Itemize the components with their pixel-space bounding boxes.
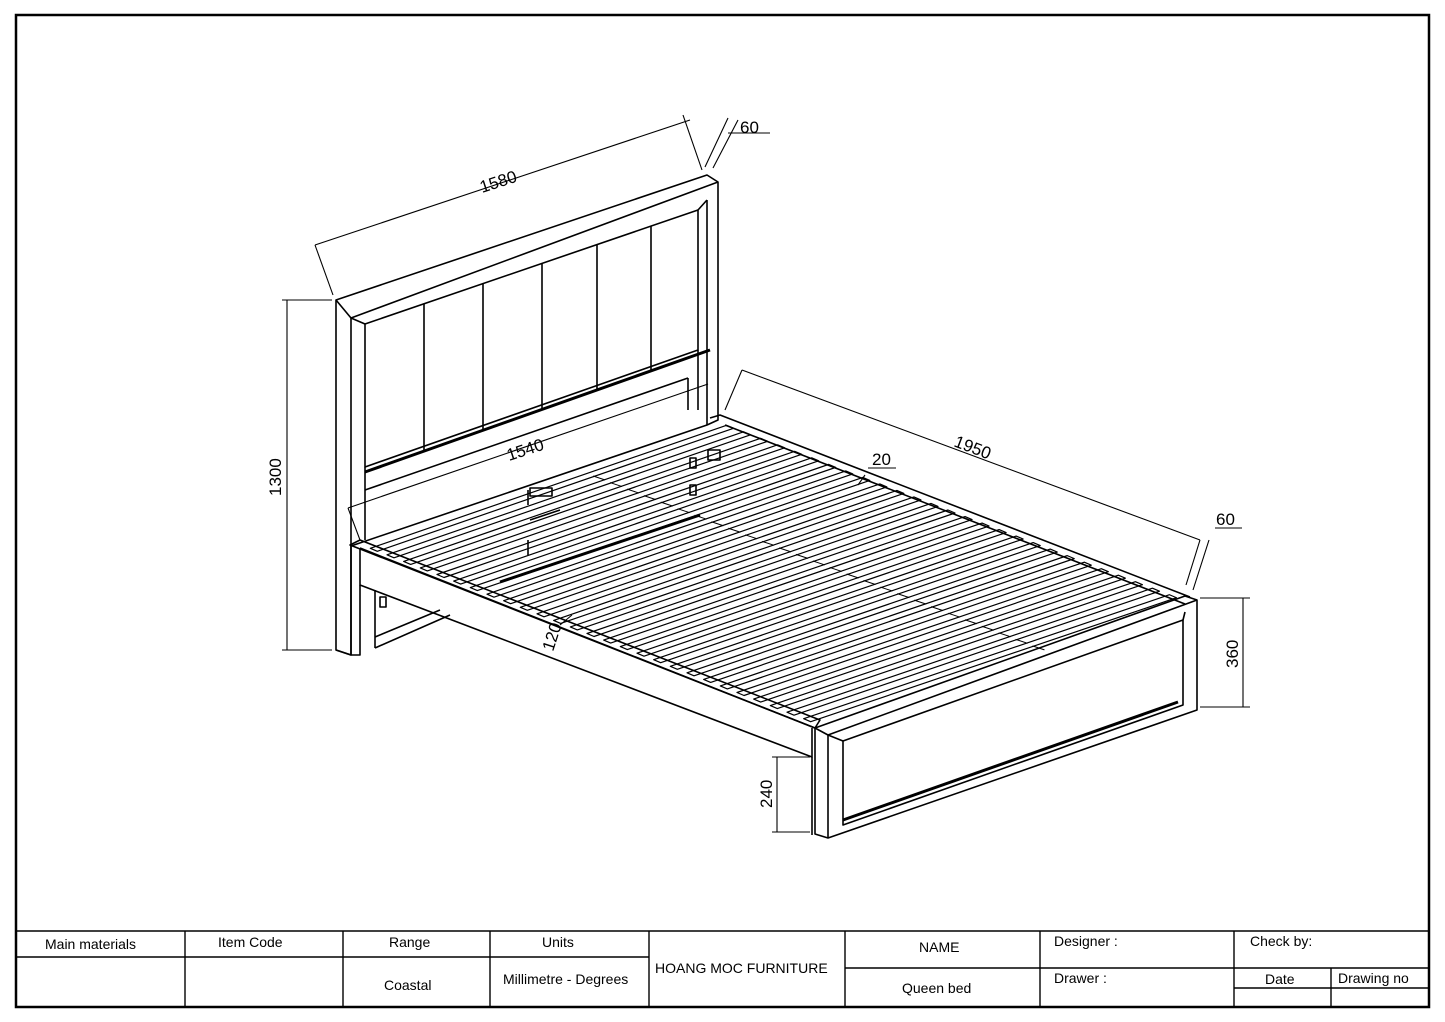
slat (403, 437, 769, 565)
slat (703, 555, 1075, 683)
slat (653, 535, 1024, 664)
range-label: Range (389, 934, 430, 950)
title-block (16, 930, 1429, 1007)
range-value: Coastal (384, 977, 431, 993)
slat-support-mark (998, 632, 1011, 638)
slat (453, 457, 820, 585)
title-block-text: Main materials Item Code Range Coastal U… (45, 933, 1409, 996)
slat (436, 450, 803, 579)
slat (636, 528, 1007, 657)
units-value: Millimetre - Degrees (503, 971, 628, 987)
dim-rail-height: 120 (539, 620, 566, 653)
slat (369, 424, 735, 552)
slat (686, 548, 1058, 677)
slat-support-mark (626, 488, 640, 494)
slat-support-mark (1015, 638, 1028, 644)
slat-support-mark (930, 606, 944, 612)
drawer-label: Drawer : (1054, 970, 1107, 986)
bed-drawing (335, 174, 1198, 839)
slat-support-mark (812, 560, 825, 566)
slat (386, 431, 752, 559)
slat (586, 509, 956, 638)
slat-support-mark (643, 495, 657, 501)
slat-support-mark (964, 619, 978, 625)
slat-support-mark (677, 508, 690, 514)
slat-support-mark (728, 527, 741, 533)
slat (503, 476, 871, 605)
dim-footboard-height: 360 (1223, 640, 1242, 668)
dim-headboard-height: 1300 (266, 458, 285, 496)
slat (486, 470, 854, 598)
slat-support-mark (981, 625, 994, 631)
slat-support-mark (609, 482, 623, 488)
slat-support-mark (778, 547, 792, 553)
slat-support-mark (897, 593, 910, 599)
drawing-no-label: Drawing no (1338, 970, 1409, 986)
slat-support-mark (660, 501, 673, 507)
slat-support-mark (745, 534, 758, 540)
drawing-border (14, 13, 1431, 1009)
item-code-label: Item Code (218, 934, 283, 950)
dim-leg-height: 240 (757, 780, 776, 808)
slat (469, 463, 837, 592)
company-name: HOANG MOC FURNITURE (655, 960, 828, 976)
slat (569, 502, 939, 631)
slat (736, 568, 1109, 697)
dimension-lines (282, 114, 1250, 833)
slat-support-mark (880, 586, 893, 592)
name-label: NAME (919, 939, 959, 955)
side-rail (335, 539, 821, 835)
slat (786, 587, 1161, 716)
slat (753, 574, 1126, 703)
footboard (814, 595, 1198, 839)
slat-support-mark (593, 475, 606, 481)
slat (553, 496, 922, 624)
dim-headboard-thickness: 60 (740, 118, 759, 137)
slat (719, 561, 1092, 690)
slat-support-mark (914, 599, 927, 605)
slat-support-mark (863, 580, 876, 586)
dim-footboard-thickness: 60 (1216, 510, 1235, 529)
units-label: Units (542, 934, 574, 950)
designer-label: Designer : (1054, 933, 1118, 949)
slat-support-mark (711, 521, 724, 527)
dim-slat-width: 20 (872, 450, 891, 469)
slat-support-mark (846, 573, 859, 579)
dim-bed-length: 1950 (952, 432, 994, 463)
main-materials-label: Main materials (45, 936, 136, 952)
slat (669, 541, 1041, 670)
name-value: Queen bed (902, 980, 971, 996)
slat-group (369, 424, 1178, 723)
slat-support-mark (829, 566, 842, 572)
slat (603, 515, 973, 644)
slat (536, 489, 905, 618)
headboard (335, 174, 719, 656)
slat (419, 444, 786, 572)
slat-support-mark (795, 553, 809, 559)
date-label: Date (1265, 971, 1295, 987)
slat (519, 483, 888, 611)
dim-headboard-width: 1580 (477, 167, 519, 197)
slat (803, 594, 1178, 723)
center-beam (499, 449, 721, 584)
slat-support-mark (761, 540, 775, 546)
slat (619, 522, 990, 651)
slat (769, 581, 1144, 710)
slat-support-mark (947, 612, 961, 618)
check-by-label: Check by: (1250, 933, 1312, 949)
